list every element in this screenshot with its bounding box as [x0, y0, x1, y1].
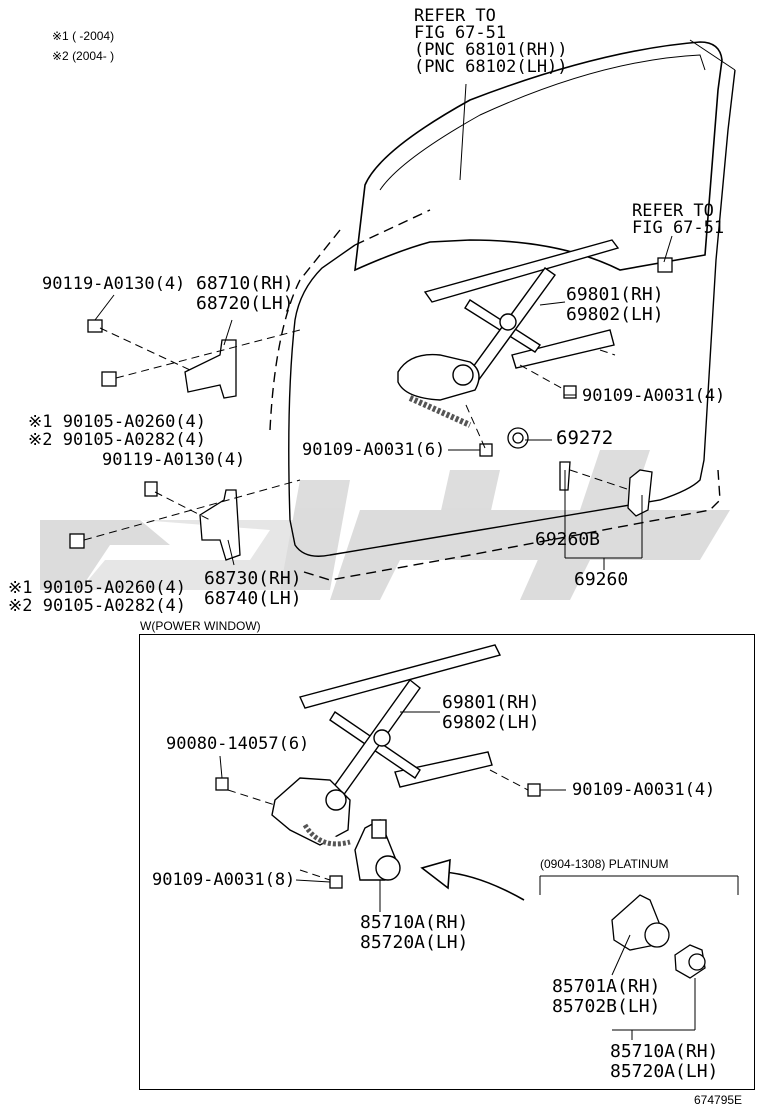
pw-part-85720A: 85720A(LH): [360, 932, 469, 953]
part-90105-a-bot: ※1 90105-A0260(4): [8, 578, 187, 598]
part-69260: 69260: [574, 569, 629, 590]
pw-leaders: [227, 769, 529, 881]
part-68740: 68740(LH): [204, 588, 302, 609]
watermark-logo: [40, 450, 730, 600]
window-glass: [354, 41, 723, 272]
direction-arrow: [420, 858, 525, 901]
part-90119-mid: 90119-A0130(4): [102, 450, 246, 470]
pw-part-90080: 90080-14057(6): [166, 734, 310, 754]
pw-part-85720A-b: 85720A(LH): [610, 1061, 719, 1082]
pw-part-85702B: 85702B(LH): [552, 996, 661, 1017]
pw-title: W(POWER WINDOW): [140, 619, 261, 633]
part-69272: 69272: [556, 427, 614, 449]
part-69802-top: 69802(LH): [566, 304, 664, 325]
part-90105-b-bot: ※2 90105-A0282(4): [8, 596, 187, 616]
leader-lines-top: [83, 327, 631, 541]
refer-fig-top-4: (PNC 68102(LH)): [414, 57, 568, 77]
pw-part-69801: 69801(RH): [442, 692, 540, 713]
part-90119-top: 90119-A0130(4): [42, 274, 186, 294]
part-90109-mid: 90109-A0031(6): [302, 440, 446, 460]
part-90105-b-top: ※2 90105-A0282(4): [28, 430, 207, 450]
window-regulator-top: [397, 239, 620, 428]
refer-fig-top-3: (PNC 68101(RH)): [414, 40, 568, 60]
part-69260B: 69260B: [535, 529, 601, 550]
pw-platinum-motors: [611, 894, 706, 979]
pw-part-85710A-b: 85710A(RH): [610, 1041, 719, 1062]
part-69801-top: 69801(RH): [566, 284, 664, 305]
door-hinges: [184, 339, 241, 561]
refer-fig-top-1: REFER TO: [414, 6, 496, 26]
callout-lines-top: [94, 83, 673, 570]
part-68710: 68710(RH): [196, 273, 294, 294]
figure-id: 674795E: [694, 1093, 743, 1107]
bolts-top: [69, 257, 673, 549]
pw-part-85701A: 85701A(RH): [552, 976, 661, 997]
inside-handle: [559, 461, 653, 517]
pw-part-90109-left: 90109-A0031(8): [152, 870, 296, 890]
part-90109-right-top: 90109-A0031(4): [582, 386, 726, 406]
refer-fig-right-2: FIG 67-51: [632, 218, 725, 238]
legend-note-1: ※1 ( -2004): [52, 29, 115, 43]
part-68720: 68720(LH): [196, 293, 294, 314]
part-90105-a-top: ※1 90105-A0260(4): [28, 412, 207, 432]
pw-part-69802: 69802(LH): [442, 712, 540, 733]
refer-fig-right-1: REFER TO: [632, 201, 714, 221]
pw-part-90109-right: 90109-A0031(4): [572, 780, 716, 800]
pw-part-85710A: 85710A(RH): [360, 912, 469, 933]
pw-platinum-title: (0904-1308) PLATINUM: [540, 857, 669, 871]
refer-fig-top-2: FIG 67-51: [414, 23, 507, 43]
pw-box: [139, 634, 755, 1090]
pw-regulator: [271, 644, 502, 881]
door-panel-outline: [269, 39, 736, 581]
legend-note-2: ※2 (2004- ): [52, 49, 115, 63]
part-68730: 68730(RH): [204, 568, 302, 589]
pw-callout-lines: [219, 711, 739, 1040]
